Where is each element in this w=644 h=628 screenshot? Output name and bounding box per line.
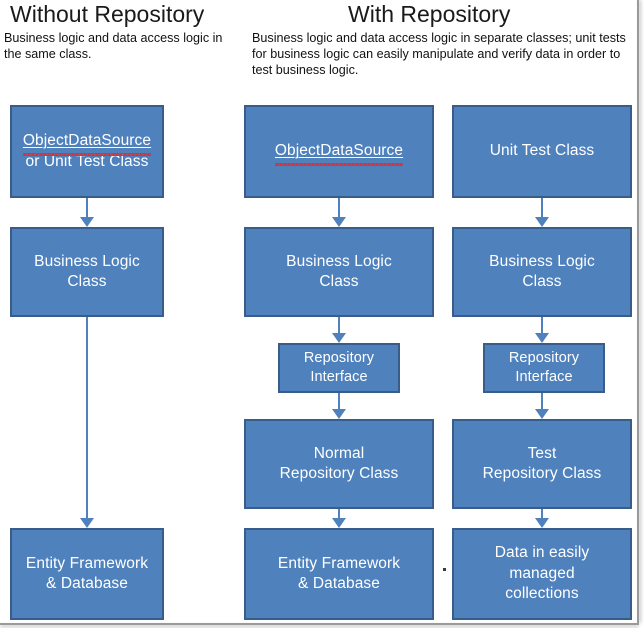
node-line-1: Entity Framework xyxy=(277,554,401,572)
node-business-logic-class-2: Business Logic Class xyxy=(244,227,434,317)
node-entity-framework-and-database-1: Entity Framework & Database xyxy=(10,528,164,620)
arrow-test-repository-to-data-collections xyxy=(535,509,549,528)
node-line-2: or Unit Test Class xyxy=(25,152,149,170)
arrow-unit-test-to-business-logic-3 xyxy=(535,198,549,227)
arrow-repository-interface-to-test-repository xyxy=(535,393,549,419)
node-line-1: Business Logic xyxy=(489,252,595,270)
node-objectdatasource: ObjectDataSource xyxy=(244,105,434,198)
node-line-1: Repository xyxy=(303,350,375,367)
node-business-logic-class-1: Business Logic Class xyxy=(10,227,164,317)
node-line-2: Class xyxy=(522,273,562,290)
node-repository-interface-2: Repository Interface xyxy=(483,343,605,393)
node-line-3: collections xyxy=(505,585,579,603)
node-label: Repository Interface xyxy=(284,349,394,386)
node-line-2: & Database xyxy=(46,575,128,592)
node-line-1: Repository xyxy=(508,350,580,367)
description-with-repository: Business logic and data access logic in … xyxy=(252,31,626,78)
arrow-business-logic-to-entity-framework-1 xyxy=(80,317,94,528)
node-line-1: ObjectDataSource xyxy=(22,131,152,157)
node-unit-test-class: Unit Test Class xyxy=(452,105,632,198)
node-line-1: Unit Test Class xyxy=(489,142,595,160)
node-line-2: Interface xyxy=(515,369,573,385)
heading-without-repository: Without Repository xyxy=(10,1,205,27)
node-label: Test Repository Class xyxy=(458,444,626,485)
node-label: Normal Repository Class xyxy=(250,444,428,485)
arrow-normal-repository-to-entity-framework xyxy=(332,509,346,528)
node-repository-interface-1: Repository Interface xyxy=(278,343,400,393)
node-entity-framework-and-database-2: Entity Framework & Database xyxy=(244,528,434,620)
node-line-1: Business Logic xyxy=(286,252,392,270)
node-line-1: Normal xyxy=(313,444,365,462)
node-label: Entity Framework & Database xyxy=(16,554,158,595)
arrow-business-logic-to-repository-interface-2 xyxy=(535,317,549,343)
heading-with-repository: With Repository xyxy=(348,1,511,27)
node-data-in-easily-managed-collections: Data in easily managed collections xyxy=(452,528,632,620)
node-test-repository-class: Test Repository Class xyxy=(452,419,632,509)
node-label: Business Logic Class xyxy=(16,252,158,293)
page-frame-bottom-rule xyxy=(0,623,639,625)
node-line-1: Entity Framework xyxy=(25,554,149,572)
page-frame-right-rule xyxy=(637,0,639,623)
node-business-logic-class-3: Business Logic Class xyxy=(452,227,632,317)
node-label: ObjectDataSource xyxy=(250,141,428,167)
ink-speck xyxy=(443,568,446,571)
node-label: Data in easily managed collections xyxy=(458,543,626,604)
node-line-1: Data in easily xyxy=(494,544,590,562)
description-without-repository: Business logic and data access logic in … xyxy=(4,31,223,62)
node-line-2: & Database xyxy=(298,575,380,592)
node-line-2: Class xyxy=(67,273,107,290)
arrow-odsa-to-business-logic-1 xyxy=(80,198,94,227)
arrow-repository-interface-to-normal-repository xyxy=(332,393,346,419)
node-line-2: Repository Class xyxy=(279,465,399,482)
node-line-1: ObjectDataSource xyxy=(274,141,404,167)
node-label: Unit Test Class xyxy=(458,141,626,161)
node-label: Repository Interface xyxy=(489,349,599,386)
node-line-2: Interface xyxy=(310,369,368,385)
node-normal-repository-class: Normal Repository Class xyxy=(244,419,434,509)
node-line-1: Business Logic xyxy=(34,252,140,270)
node-line-1: Test xyxy=(527,444,557,462)
node-label: ObjectDataSource or Unit Test Class xyxy=(16,131,158,172)
node-line-2: managed xyxy=(509,564,575,582)
node-line-2: Repository Class xyxy=(482,465,602,482)
arrow-business-logic-to-repository-interface-1 xyxy=(332,317,346,343)
node-line-2: Class xyxy=(319,273,359,290)
node-objectdatasource-or-unit-test-class: ObjectDataSource or Unit Test Class xyxy=(10,105,164,198)
node-label: Business Logic Class xyxy=(250,252,428,293)
arrow-objectdatasource-to-business-logic-2 xyxy=(332,198,346,227)
node-label: Business Logic Class xyxy=(458,252,626,293)
node-label: Entity Framework & Database xyxy=(250,554,428,595)
